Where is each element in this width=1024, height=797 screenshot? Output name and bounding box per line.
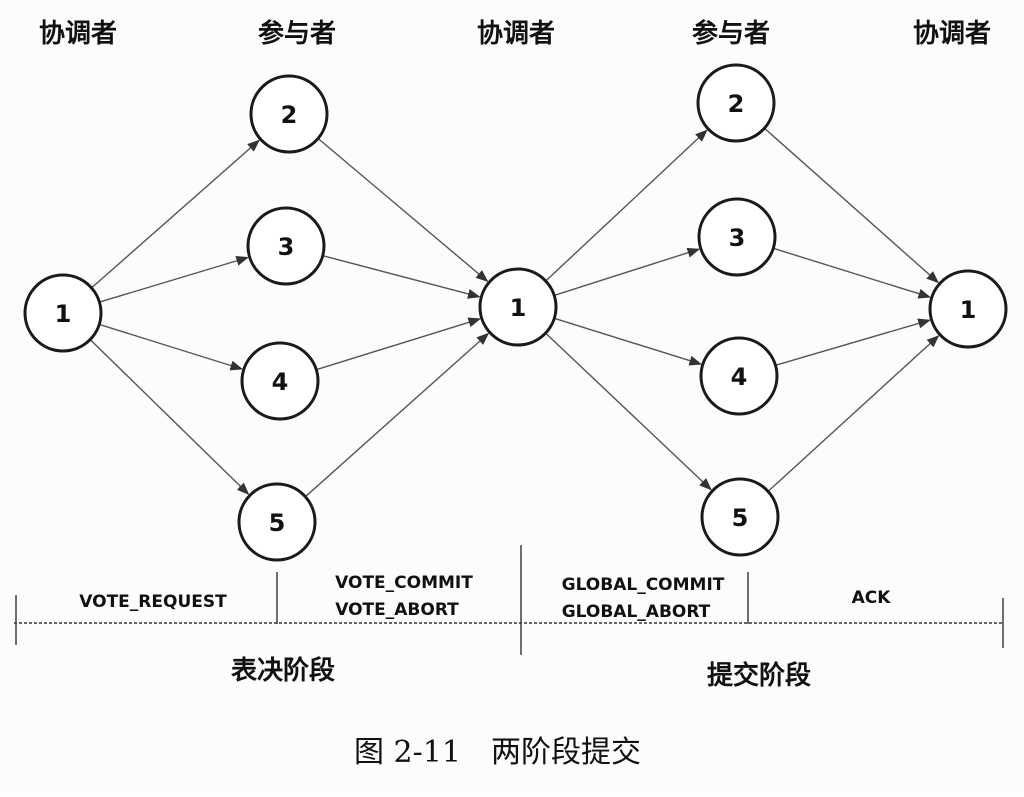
edge-c1-to-p1_4 bbox=[99, 323, 244, 371]
node-label-p2_4: 4 bbox=[731, 363, 748, 391]
edge-c1-to-p1_3 bbox=[99, 255, 249, 303]
edge-p2_4-to-c3 bbox=[775, 318, 931, 366]
node-circle-p1_2 bbox=[249, 74, 329, 154]
node-label-p2_3: 3 bbox=[729, 224, 746, 252]
node-label-p1_2: 2 bbox=[281, 101, 298, 129]
msg-global-commit: GLOBAL_COMMIT bbox=[562, 575, 725, 595]
node-c2: 1 bbox=[478, 267, 558, 347]
edge-p1_2-to-c2 bbox=[317, 137, 489, 283]
node-label-c2: 1 bbox=[510, 294, 527, 322]
node-label-p1_3: 3 bbox=[278, 233, 295, 261]
message-labels: VOTE_REQUEST VOTE_COMMIT VOTE_ABORT GLOB… bbox=[79, 573, 891, 622]
node-label-p1_4: 4 bbox=[272, 368, 289, 396]
node-label-p1_5: 5 bbox=[269, 509, 286, 537]
node-circle-c2 bbox=[478, 267, 558, 347]
node-circle-p1_4 bbox=[240, 341, 320, 421]
phase-commit: 提交阶段 bbox=[707, 660, 811, 691]
node-p1_5: 5 bbox=[237, 482, 317, 562]
edge-c1-to-p1_2 bbox=[91, 139, 260, 289]
msg-vote-commit: VOTE_COMMIT bbox=[335, 573, 473, 593]
node-circle-p1_5 bbox=[237, 482, 317, 562]
role-participant-2: 参与者 bbox=[692, 18, 770, 49]
node-circle-p2_3 bbox=[697, 197, 777, 277]
role-coordinator-1: 协调者 bbox=[39, 19, 117, 49]
caption-title: 两阶段提交 bbox=[491, 735, 641, 770]
node-c3: 1 bbox=[928, 269, 1008, 349]
role-coordinator-3: 协调者 bbox=[913, 19, 991, 49]
msg-vote-request: VOTE_REQUEST bbox=[79, 592, 227, 612]
node-circle-p2_5 bbox=[700, 477, 780, 557]
edge-p1_3-to-c2 bbox=[322, 255, 481, 299]
figure-caption: 图 2-11 两阶段提交 bbox=[354, 735, 641, 770]
edge-c2-to-p2_2 bbox=[545, 129, 708, 282]
timeline bbox=[14, 545, 1004, 655]
node-label-p2_2: 2 bbox=[728, 90, 745, 118]
phase-voting: 表决阶段 bbox=[231, 655, 335, 686]
edge-p2_2-to-c3 bbox=[763, 127, 940, 284]
edge-p1_4-to-c2 bbox=[316, 317, 482, 371]
node-circle-p2_2 bbox=[696, 63, 776, 143]
role-coordinator-2: 协调者 bbox=[477, 19, 555, 49]
msg-global-abort: GLOBAL_ABORT bbox=[562, 602, 711, 622]
node-p1_3: 3 bbox=[246, 206, 326, 286]
node-circle-c3 bbox=[928, 269, 1008, 349]
node-p2_2: 2 bbox=[696, 63, 776, 143]
node-label-c1: 1 bbox=[55, 300, 72, 328]
node-p2_3: 3 bbox=[697, 197, 777, 277]
node-p1_4: 4 bbox=[240, 341, 320, 421]
edge-p2_5-to-c3 bbox=[767, 335, 940, 492]
node-circle-c1 bbox=[23, 273, 103, 353]
edge-c2-to-p2_4 bbox=[554, 317, 703, 366]
edge-c2-to-p2_3 bbox=[553, 247, 701, 297]
edge-layer bbox=[89, 127, 940, 498]
caption-number: 图 2-11 bbox=[354, 735, 461, 770]
node-circle-p1_3 bbox=[246, 206, 326, 286]
node-p2_4: 4 bbox=[699, 336, 779, 416]
edge-p2_3-to-c3 bbox=[773, 247, 932, 299]
phase-labels: 表决阶段 提交阶段 bbox=[231, 655, 811, 691]
node-circle-p2_4 bbox=[699, 336, 779, 416]
role-participant-1: 参与者 bbox=[258, 18, 336, 49]
node-p1_2: 2 bbox=[249, 74, 329, 154]
node-label-c3: 1 bbox=[960, 296, 977, 324]
role-headers: 协调者 参与者 协调者 参与者 协调者 bbox=[39, 18, 991, 49]
edge-c2-to-p2_5 bbox=[545, 332, 712, 491]
node-c1: 1 bbox=[23, 273, 103, 353]
edge-p1_5-to-c2 bbox=[304, 332, 490, 498]
msg-vote-abort: VOTE_ABORT bbox=[335, 600, 459, 620]
node-p2_5: 5 bbox=[700, 477, 780, 557]
edge-c1-to-p1_5 bbox=[89, 339, 250, 495]
msg-ack: ACK bbox=[852, 588, 892, 608]
node-layer: 1 2 3 4 5 1 2 3 4 5 1 bbox=[23, 63, 1008, 562]
node-label-p2_5: 5 bbox=[732, 504, 749, 532]
